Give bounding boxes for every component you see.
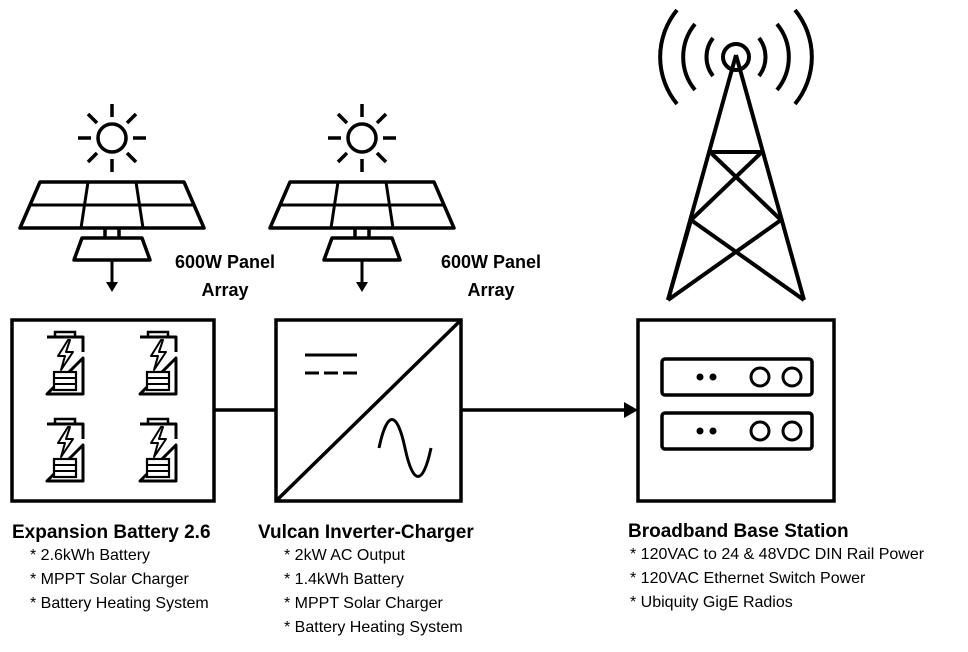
solar-array-label-1: 600W Panel Array <box>174 252 276 300</box>
expansion-battery-box <box>10 318 216 503</box>
feature-item: * Battery Heating System <box>30 595 209 612</box>
feature-item: * MPPT Solar Charger <box>284 595 443 612</box>
feature-item: * Ubiquity GigE Radios <box>630 594 793 611</box>
expansion-battery-title: Expansion Battery 2.6 <box>12 522 211 543</box>
inverter-title: Vulcan Inverter-Charger <box>258 522 474 543</box>
base-station-features: * 120VAC to 24 & 48VDC DIN Rail Power * … <box>630 543 924 615</box>
feature-item: * Battery Heating System <box>284 619 463 636</box>
feature-item: * 2kW AC Output <box>284 547 405 564</box>
feature-item: * 120VAC Ethernet Switch Power <box>630 570 866 587</box>
solar-array-label-2: 600W Panel Array <box>440 252 542 300</box>
expansion-battery-caption: Expansion Battery 2.6 * 2.6kWh Battery *… <box>12 522 211 616</box>
base-station-title: Broadband Base Station <box>628 521 849 542</box>
inverter-features: * 2kW AC Output * 1.4kWh Battery * MPPT … <box>284 544 474 640</box>
rack-unit-icon <box>660 411 814 451</box>
sun-icon <box>76 102 148 174</box>
inverter-caption: Vulcan Inverter-Charger * 2kW AC Output … <box>258 522 474 640</box>
feature-item: * MPPT Solar Charger <box>30 571 189 588</box>
feature-item: * 1.4kWh Battery <box>284 571 405 588</box>
feature-item: * 2.6kWh Battery <box>30 547 151 564</box>
base-station-box <box>636 318 836 503</box>
expansion-battery-features: * 2.6kWh Battery * MPPT Solar Charger * … <box>30 544 211 616</box>
base-station-caption: Broadband Base Station * 120VAC to 24 & … <box>628 521 924 615</box>
sun-icon <box>326 102 398 174</box>
inverter-icon <box>274 318 463 503</box>
radio-tower-icon <box>658 8 814 302</box>
rack-unit-icon <box>660 357 814 397</box>
feature-item: * 120VAC to 24 & 48VDC DIN Rail Power <box>630 546 925 563</box>
